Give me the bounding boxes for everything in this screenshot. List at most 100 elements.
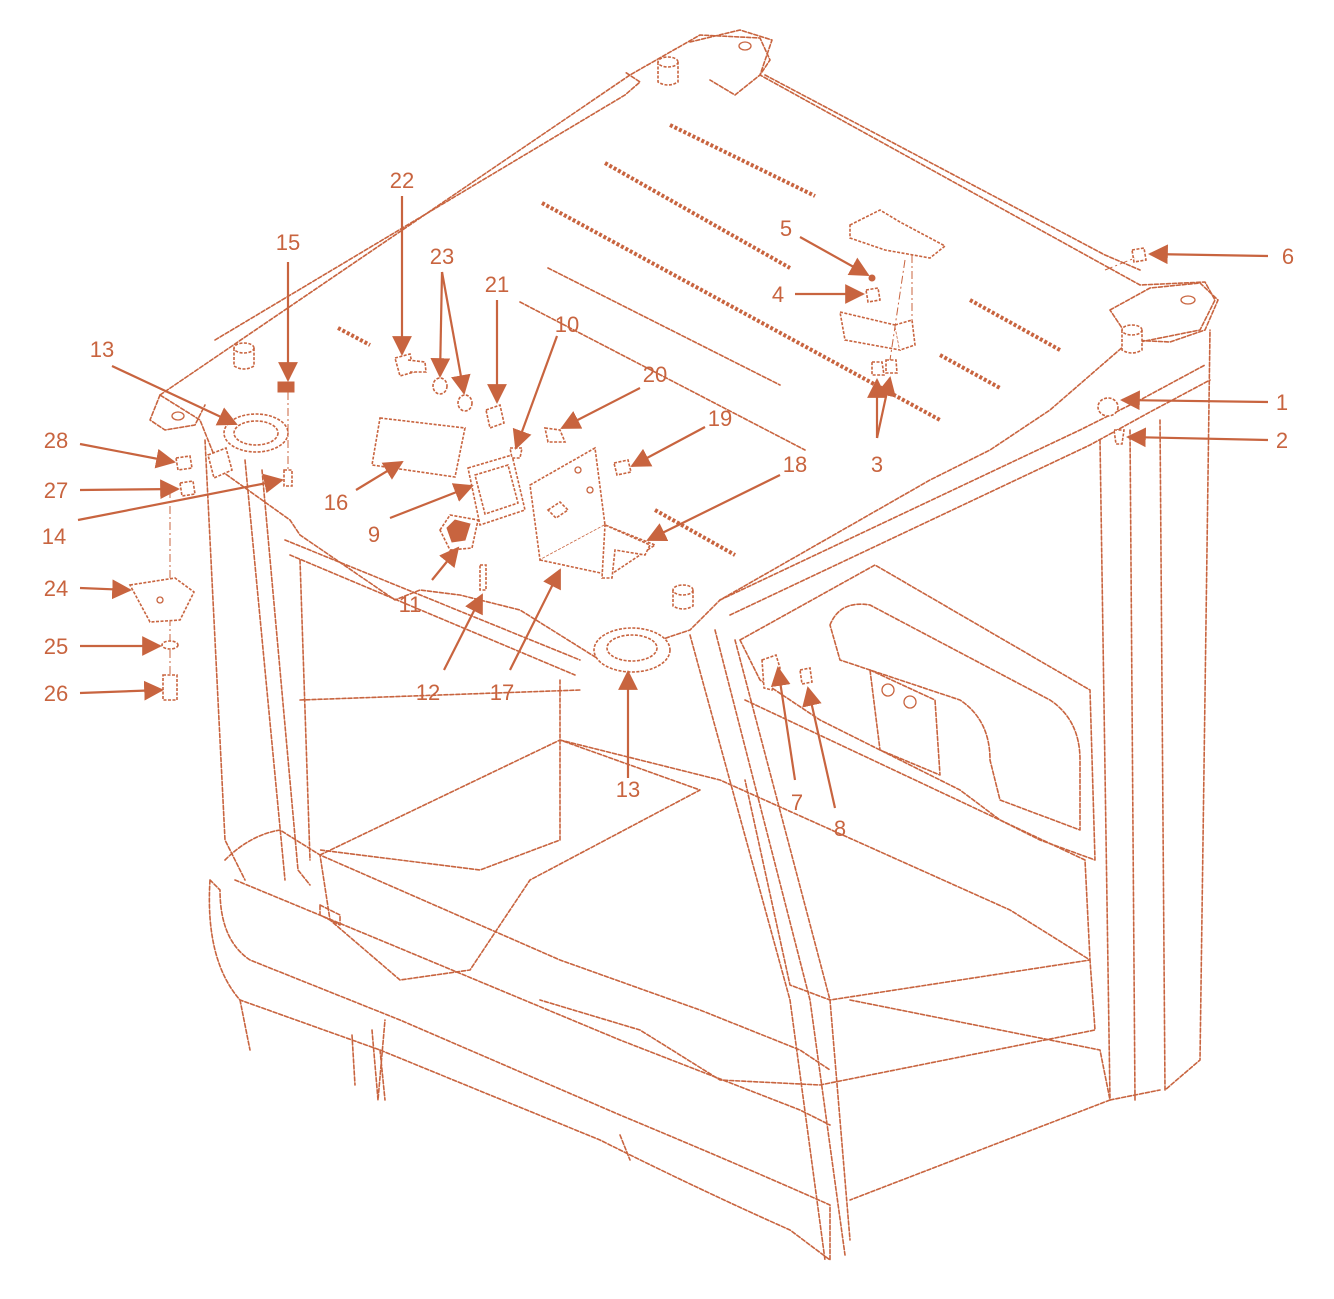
- front-post: [689, 629, 851, 1261]
- callout-12: 12: [416, 680, 440, 705]
- part-3-nut: [885, 359, 898, 374]
- left-side-panel: [299, 559, 561, 871]
- part-21-bushing: [485, 403, 505, 430]
- roof-rib: [939, 353, 1001, 390]
- callout-23: 23: [430, 244, 454, 269]
- callout-13-front: 13: [616, 777, 640, 802]
- part-17-bracket: [529, 446, 606, 562]
- step-notch: [319, 904, 341, 926]
- callout-7: 7: [791, 790, 803, 815]
- part-3-nut: [871, 361, 885, 376]
- roof-rib: [604, 161, 791, 270]
- part-27-bushing: [179, 480, 196, 497]
- lower-right-panel: [744, 699, 1091, 1001]
- callout-27: 27: [44, 478, 68, 503]
- roof-rib: [547, 267, 781, 386]
- callout-5: 5: [780, 216, 792, 241]
- callout-14: 14: [42, 524, 66, 549]
- roof-hatch-front: [593, 627, 671, 673]
- part-2-screw: [1113, 429, 1125, 445]
- right-ear-hole: [1180, 295, 1196, 305]
- roof-boss: [672, 584, 694, 610]
- base-bumper-joint: [351, 1019, 386, 1101]
- part-3-block: [838, 310, 902, 351]
- callout-22: 22: [390, 168, 414, 193]
- callout-4: 4: [772, 282, 784, 307]
- rear-ear: [689, 29, 773, 96]
- roof-rib: [654, 508, 736, 557]
- base-bumper: [208, 879, 831, 1261]
- part-11-handle: [439, 514, 479, 551]
- callout-labels: 1 2 3 4 5 6 7 8 9 10 11 12 13 13 14 15 1…: [42, 168, 1294, 841]
- roof-hatch-rear: [223, 413, 289, 453]
- part-4-nut: [865, 287, 881, 303]
- part-10-screw: [509, 447, 523, 459]
- roof-rib: [519, 301, 806, 451]
- mount-hole: [903, 695, 917, 709]
- callout-21: 21: [485, 272, 509, 297]
- callout-17: 17: [490, 680, 514, 705]
- part-5-bolt: [868, 274, 876, 282]
- roof-panel: [159, 34, 1216, 661]
- right-front-post: [1099, 329, 1211, 1101]
- rear-ear-hole: [738, 41, 752, 51]
- roof-rear-lip: [214, 71, 641, 341]
- right-mount-plate: [869, 669, 941, 776]
- callout-10: 10: [555, 312, 579, 337]
- frame-structure: [149, 29, 1219, 1261]
- roof-rib: [669, 123, 816, 198]
- callout-3: 3: [871, 452, 883, 477]
- roof-boss: [1121, 324, 1143, 354]
- part-5-mount: [849, 209, 947, 259]
- base-skirt: [239, 999, 631, 1161]
- roof-boss: [657, 56, 679, 86]
- right-door-window: [829, 603, 1081, 831]
- callout-19: 19: [708, 406, 732, 431]
- callout-13-rear: 13: [90, 337, 114, 362]
- callout-20: 20: [643, 362, 667, 387]
- left-column-bracket: [207, 446, 233, 480]
- part-19-spacer: [613, 459, 632, 476]
- callout-24: 24: [44, 576, 68, 601]
- part-1-clamp: [1097, 397, 1119, 417]
- left-ear: [149, 394, 206, 431]
- part-23-washer: [432, 377, 448, 395]
- roof-front-edge-2: [729, 379, 1211, 616]
- part-7-bracket: [761, 653, 781, 691]
- part-14-pin: [283, 469, 293, 487]
- callout-25: 25: [44, 634, 68, 659]
- left-rear-post: [204, 439, 311, 886]
- part-18-lbar: [601, 523, 652, 579]
- floor-plate-rear: [539, 739, 1096, 1086]
- callout-8: 8: [834, 816, 846, 841]
- part-26-bolt: [162, 674, 178, 701]
- callout-18: 18: [783, 452, 807, 477]
- left-ear-hole: [171, 411, 185, 421]
- part-12-screw: [479, 564, 487, 591]
- mount-hole: [881, 683, 895, 697]
- roof-rib: [337, 326, 371, 347]
- callout-28: 28: [44, 428, 68, 453]
- part-15-clip: [277, 381, 295, 393]
- part-28-nut: [175, 455, 193, 471]
- callout-2: 2: [1276, 428, 1288, 453]
- callout-9: 9: [368, 522, 380, 547]
- part-23-washer: [457, 394, 473, 412]
- callout-26: 26: [44, 681, 68, 706]
- floor-plate: [319, 739, 701, 981]
- callout-11: 11: [399, 592, 422, 617]
- lower-right-panel-2: [849, 999, 1111, 1201]
- right-post-face: [1109, 1089, 1161, 1101]
- part-8-pin: [799, 667, 813, 685]
- callout-16: 16: [324, 490, 348, 515]
- left-header-bar: [284, 539, 581, 701]
- roof-right-lip: [764, 74, 1141, 271]
- part-25-washer: [161, 640, 179, 650]
- roof-boss: [233, 342, 255, 370]
- callout-1: 1: [1276, 390, 1288, 415]
- callout-15: 15: [276, 230, 300, 255]
- leader-lines: [77, 196, 1269, 809]
- callout-6: 6: [1282, 244, 1294, 269]
- exploded-parts: [128, 209, 1147, 701]
